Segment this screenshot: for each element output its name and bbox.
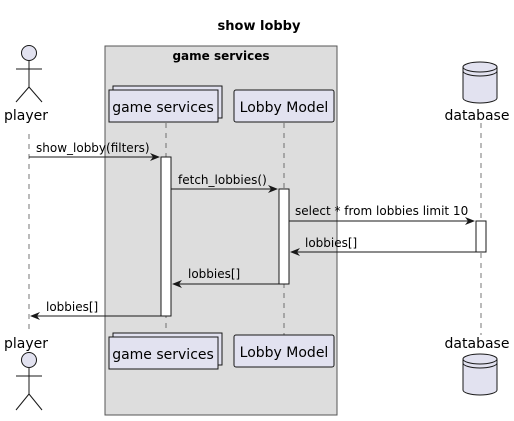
- participant-label-game-services-top: game services: [112, 100, 214, 116]
- participant-label-database-top: database: [445, 108, 510, 124]
- arrowhead-4: [290, 248, 300, 256]
- diagram-title: show lobby: [218, 19, 301, 34]
- message-label-4: lobbies[]: [305, 236, 357, 250]
- arrowhead-5: [172, 280, 182, 288]
- participant-label-game-services-bottom: game services: [112, 347, 214, 363]
- arrowhead-1: [150, 153, 160, 161]
- activation-lobby-model: [278, 188, 290, 285]
- arrowhead-3: [465, 217, 475, 225]
- database-icon-top: [462, 61, 498, 104]
- database-icon-bottom: [462, 353, 498, 396]
- participant-label-player-bottom: player: [4, 336, 48, 352]
- activation-game-services: [160, 156, 172, 317]
- activation-database: [475, 220, 487, 253]
- collections-box-top: [108, 85, 223, 123]
- participant-label-lobby-model-top: Lobby Model: [240, 100, 329, 116]
- participant-label-database-bottom: database: [445, 336, 510, 352]
- message-label-1: show_lobby(filters): [36, 141, 150, 155]
- message-label-3: select * from lobbies limit 10: [295, 204, 468, 218]
- message-label-6: lobbies[]: [46, 300, 98, 314]
- participant-label-player-top: player: [4, 108, 48, 124]
- group-box-title: game services: [172, 49, 269, 63]
- message-label-2: fetch_lobbies(): [178, 173, 267, 187]
- participant-box-lobby-model-bottom: [233, 334, 335, 368]
- arrowhead-6: [30, 312, 40, 320]
- participant-label-lobby-model-bottom: Lobby Model: [240, 345, 329, 361]
- collections-box-bottom: [108, 332, 223, 370]
- actor-icon-bottom: [15, 352, 43, 411]
- arrowhead-2: [268, 185, 278, 193]
- actor-icon-top: [15, 45, 43, 103]
- message-label-5: lobbies[]: [188, 267, 240, 281]
- participant-box-lobby-model-top: [233, 89, 335, 123]
